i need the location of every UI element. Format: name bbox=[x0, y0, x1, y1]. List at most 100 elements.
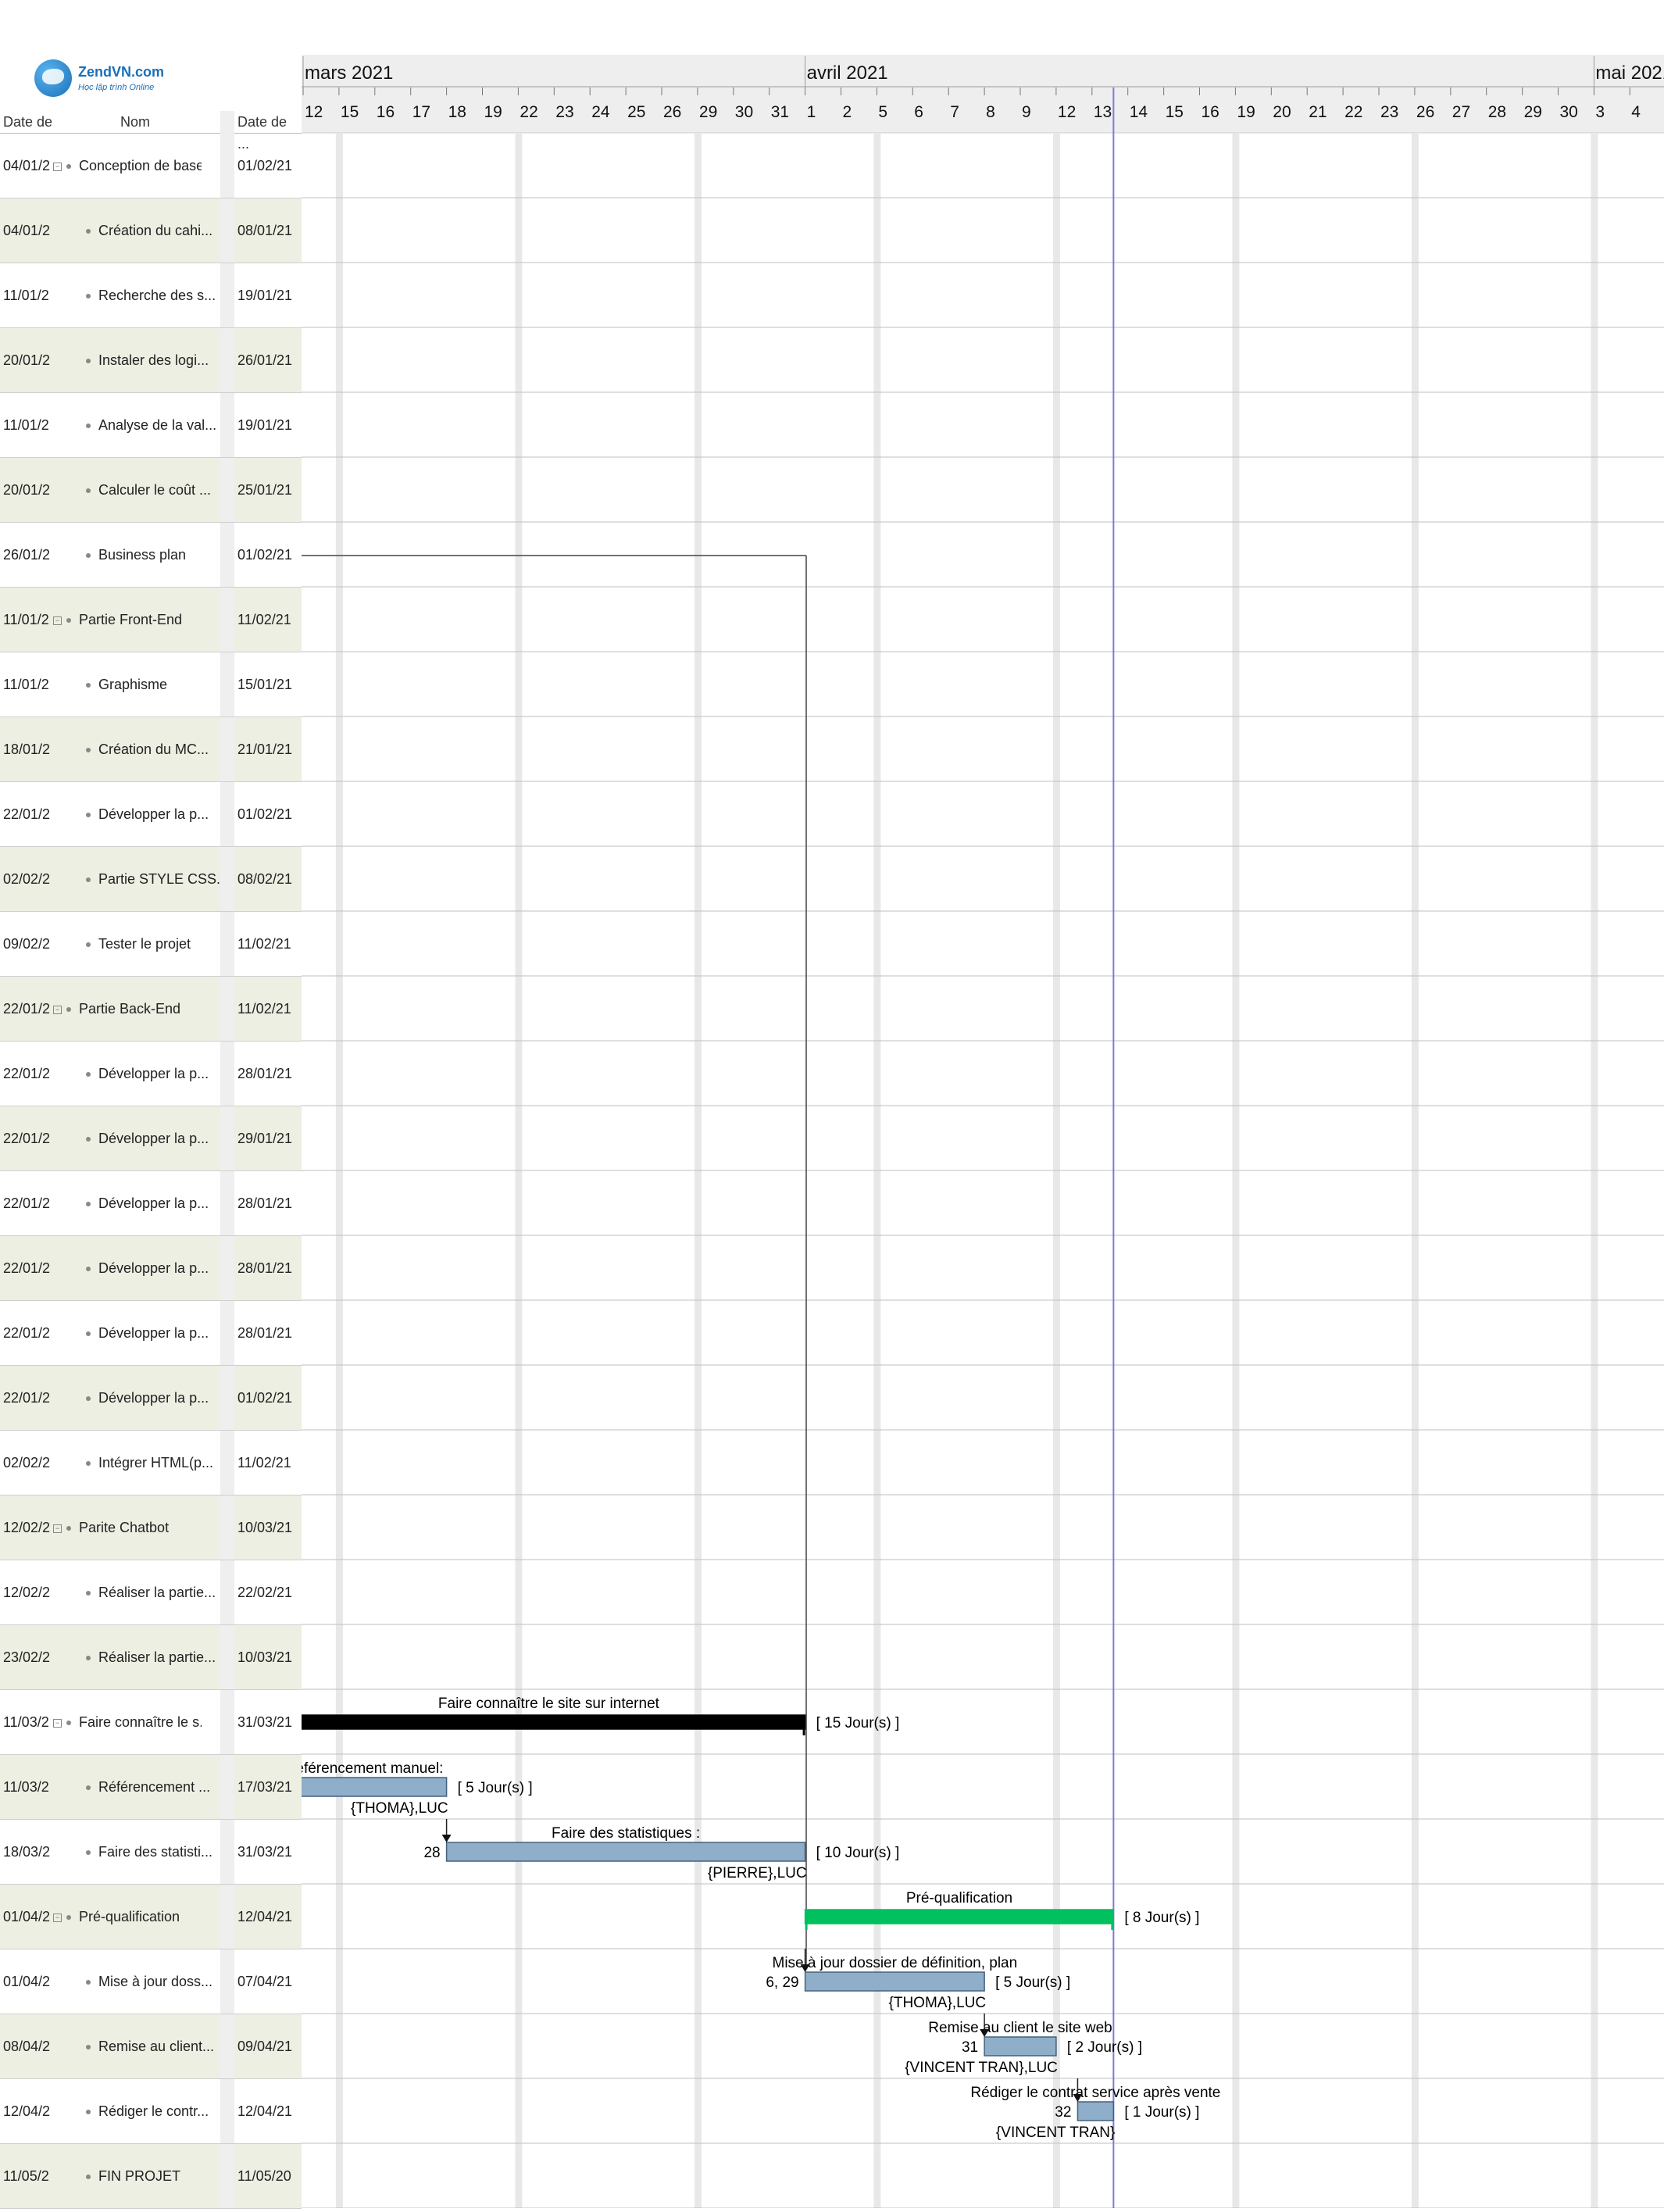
day-label: 13 bbox=[1094, 103, 1112, 121]
column-header-end[interactable]: Date de ... bbox=[237, 114, 287, 152]
gantt-bar[interactable] bbox=[1077, 2101, 1115, 2121]
timeline-header bbox=[302, 55, 1664, 133]
task-name-cell: Partie STYLE CSS... bbox=[86, 847, 234, 911]
gantt-bar[interactable] bbox=[291, 1777, 448, 1797]
bar-predecessor: 32 bbox=[1055, 2104, 1071, 2121]
task-name: Calculer le coût ... bbox=[98, 482, 212, 498]
task-name-cell: Développer la p... bbox=[86, 1171, 234, 1235]
task-row[interactable]: 11/03/2−Faire connaître le s...31/03/21 bbox=[0, 1690, 302, 1755]
collapse-icon[interactable]: − bbox=[53, 616, 62, 625]
bar-resource: {THOMA},LUC bbox=[351, 1800, 448, 1817]
collapse-icon[interactable]: − bbox=[53, 1005, 62, 1014]
task-start-date: 02/02/2 bbox=[3, 871, 51, 887]
task-end-date: 28/01/21 bbox=[237, 1195, 293, 1211]
task-start-date: 11/01/2 bbox=[3, 677, 49, 692]
column-header-start[interactable]: Date de bbox=[3, 114, 53, 130]
row-separator bbox=[220, 2144, 234, 2208]
day-label: 4 bbox=[1631, 103, 1641, 121]
task-name: Réaliser la partie... bbox=[98, 1649, 216, 1665]
gantt-bar[interactable] bbox=[804, 1971, 985, 1992]
dependency-arrowhead bbox=[800, 1964, 810, 1972]
bar-resource: {VINCENT TRAN} bbox=[996, 2124, 1115, 2141]
day-label: 29 bbox=[1524, 103, 1542, 121]
summary-bracket bbox=[1111, 1910, 1114, 1930]
row-separator bbox=[220, 717, 234, 781]
task-name-cell: Mise à jour doss... bbox=[86, 1949, 234, 2014]
task-end-date: 25/01/21 bbox=[237, 482, 293, 498]
task-name: Business plan bbox=[98, 547, 187, 563]
task-end-date: 19/01/21 bbox=[237, 288, 293, 303]
collapse-icon[interactable]: − bbox=[53, 1524, 62, 1533]
gantt-bar[interactable] bbox=[445, 1842, 806, 1862]
bullet-icon bbox=[86, 1137, 91, 1142]
bar-label: Remise au client le site web bbox=[928, 2020, 1112, 2036]
row-separator bbox=[220, 1496, 234, 1560]
day-label: 22 bbox=[1344, 103, 1362, 121]
collapse-icon[interactable]: − bbox=[53, 1913, 62, 1922]
gantt-bar[interactable] bbox=[804, 1909, 1115, 1924]
collapse-icon[interactable]: − bbox=[53, 1718, 62, 1728]
row-separator bbox=[220, 1236, 234, 1300]
task-name: Parite Chatbot bbox=[79, 1520, 170, 1535]
day-label: 30 bbox=[1560, 103, 1578, 121]
task-start-date: 18/03/2 bbox=[3, 1844, 51, 1860]
task-end-date: 31/03/21 bbox=[237, 1844, 293, 1860]
task-name-cell: Réaliser la partie... bbox=[86, 1625, 234, 1689]
day-label: 26 bbox=[1416, 103, 1434, 121]
task-end-date: 28/01/21 bbox=[237, 1066, 293, 1081]
gantt-bar[interactable] bbox=[984, 2036, 1057, 2057]
column-header-name[interactable]: Nom bbox=[120, 114, 151, 130]
task-name: Rédiger le contr... bbox=[98, 2103, 209, 2119]
task-name-cell: − Parite Chatbot bbox=[53, 1496, 202, 1560]
bar-predecessor: 6, 29 bbox=[766, 1974, 798, 1991]
task-name-cell: −Pré-qualification bbox=[53, 1885, 202, 1949]
row-separator bbox=[220, 2079, 234, 2143]
task-end-date: 19/01/21 bbox=[237, 417, 293, 433]
task-name-cell: Intégrer HTML(p... bbox=[86, 1431, 234, 1495]
day-label: 5 bbox=[878, 103, 887, 121]
task-name-cell: −Partie Front-End bbox=[53, 588, 202, 652]
task-end-date: 15/01/21 bbox=[237, 677, 293, 692]
row-separator bbox=[220, 912, 234, 976]
collapse-icon[interactable]: − bbox=[53, 162, 62, 171]
gantt-bar[interactable] bbox=[291, 1714, 806, 1730]
dependency-arrowhead bbox=[1073, 2094, 1083, 2102]
task-name: Tester le projet bbox=[98, 936, 191, 952]
task-name: Réaliser la partie... bbox=[98, 1585, 216, 1600]
logo-icon bbox=[34, 59, 72, 97]
task-start-date: 18/01/2 bbox=[3, 742, 51, 757]
